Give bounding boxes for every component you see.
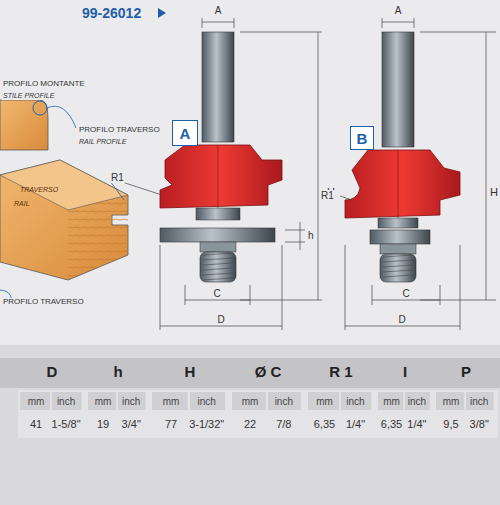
table-value: 9,5 [443, 418, 458, 430]
table-unit: inch [470, 396, 488, 407]
table-unit: inch [122, 396, 140, 407]
dimension-label: H [489, 186, 499, 198]
table-unit: inch [198, 396, 216, 407]
table-value: 19 [97, 418, 109, 430]
table-unit: mm [383, 396, 400, 407]
table-unit: inch [275, 396, 293, 407]
table-value: 3/8" [470, 418, 489, 430]
table-value: 77 [165, 418, 177, 430]
table-header: D [47, 364, 58, 381]
wood-label: RAIL [14, 200, 30, 208]
table-cell [20, 392, 50, 410]
table-header: P [461, 364, 471, 381]
table-cell [405, 392, 430, 410]
dimension-label: R1 [320, 190, 335, 201]
table-cell [190, 392, 225, 410]
bit-letter-box: A [172, 120, 198, 146]
table-cell [118, 392, 146, 410]
table-value: 7/8 [276, 418, 291, 430]
table-value: 41 [30, 418, 42, 430]
part-label-english: STILE PROFILE [2, 92, 55, 100]
table-cell [378, 392, 403, 410]
table-unit: mm [163, 396, 180, 407]
bit-letter-box: B [350, 126, 374, 150]
table-header: h [113, 364, 122, 381]
table-cell [52, 392, 81, 410]
table-header: Ø C [255, 364, 282, 381]
dimension-label: h [307, 230, 315, 241]
table-unit: mm [242, 396, 259, 407]
table-cell [436, 392, 464, 410]
table-unit: mm [28, 396, 45, 407]
table-cell [466, 392, 494, 410]
dimension-label: A [214, 5, 223, 16]
table-cell [152, 392, 188, 410]
table-value: 1-5/8" [52, 418, 81, 430]
table-value: 6,35 [314, 418, 335, 430]
catalog-code: 99-26012 [82, 5, 141, 21]
bit-letter: A [180, 125, 191, 142]
table-value: 3/4" [122, 418, 141, 430]
table-unit: mm [95, 396, 112, 407]
table-header: H [185, 364, 196, 381]
part-label: PROFILO MONTANTE [2, 80, 86, 89]
table-value: 22 [244, 418, 256, 430]
table-cell [341, 392, 371, 410]
part-label: PROFILO TRAVERSO [78, 126, 161, 135]
table-value: 1/4" [407, 418, 426, 430]
table-cell [88, 392, 116, 410]
table-unit: inch [57, 396, 75, 407]
table-cell [268, 392, 301, 410]
dimension-label: C [401, 288, 410, 299]
dimension-label: D [216, 314, 225, 325]
table-unit: mm [316, 396, 333, 407]
table-header: R 1 [329, 364, 352, 381]
wood-label: TRAVERSO [20, 186, 58, 194]
table-header: I [403, 364, 407, 381]
table-unit: inch [346, 396, 364, 407]
dimension-label: R1 [110, 172, 125, 183]
part-label: PROFILO TRAVERSO [2, 298, 85, 307]
part-label-english: RAIL PROFILE [78, 138, 127, 146]
dimension-label: A [394, 5, 403, 16]
table-value: 1/4" [346, 418, 365, 430]
table-unit: mm [443, 396, 460, 407]
dimension-label: C [212, 288, 221, 299]
table-value: 3-1/32" [189, 418, 224, 430]
bit-letter: B [357, 130, 368, 147]
table-unit: inch [408, 396, 426, 407]
dimension-label: D [397, 314, 406, 325]
table-cell [232, 392, 266, 410]
table-cell [308, 392, 339, 410]
table-value: 6,35 [381, 418, 402, 430]
